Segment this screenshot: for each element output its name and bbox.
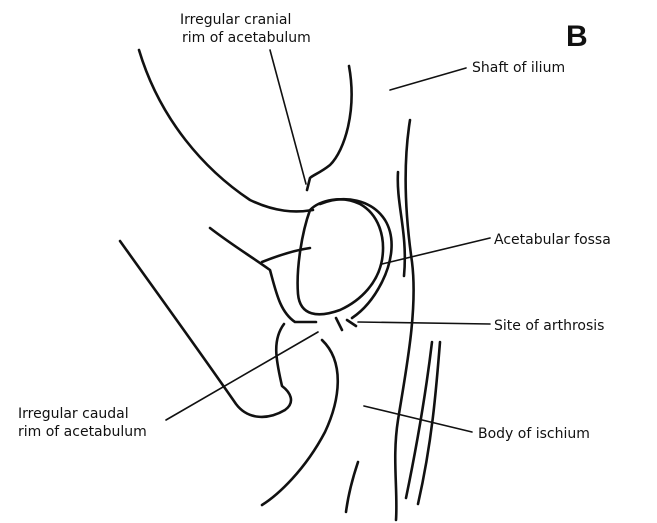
label-site-of-arthrosis: Site of arthrosis bbox=[494, 318, 604, 334]
leader-shaft-of-ilium bbox=[390, 68, 466, 90]
ilium-outline bbox=[139, 50, 352, 211]
label-shaft-of-ilium: Shaft of ilium bbox=[472, 60, 565, 76]
leader-caudal-rim bbox=[166, 332, 318, 420]
label-cranial-rim-line1: Irregular cranial bbox=[180, 12, 291, 28]
pelvic-wall-outlines bbox=[346, 120, 440, 520]
panel-letter: B bbox=[566, 20, 588, 53]
label-acetabular-fossa: Acetabular fossa bbox=[494, 232, 611, 248]
leader-cranial-rim bbox=[270, 50, 306, 184]
label-cranial-rim-line2: rim of acetabulum bbox=[182, 30, 311, 46]
label-caudal-rim-line1: Irregular caudal bbox=[18, 406, 129, 422]
femoral-head-outline bbox=[262, 199, 383, 314]
label-caudal-rim-line2: rim of acetabulum bbox=[18, 424, 147, 440]
leader-site-of-arthrosis bbox=[358, 322, 490, 324]
femur-outline bbox=[120, 228, 316, 417]
label-body-of-ischium: Body of ischium bbox=[478, 426, 590, 442]
leader-acetabular-fossa bbox=[382, 238, 490, 264]
